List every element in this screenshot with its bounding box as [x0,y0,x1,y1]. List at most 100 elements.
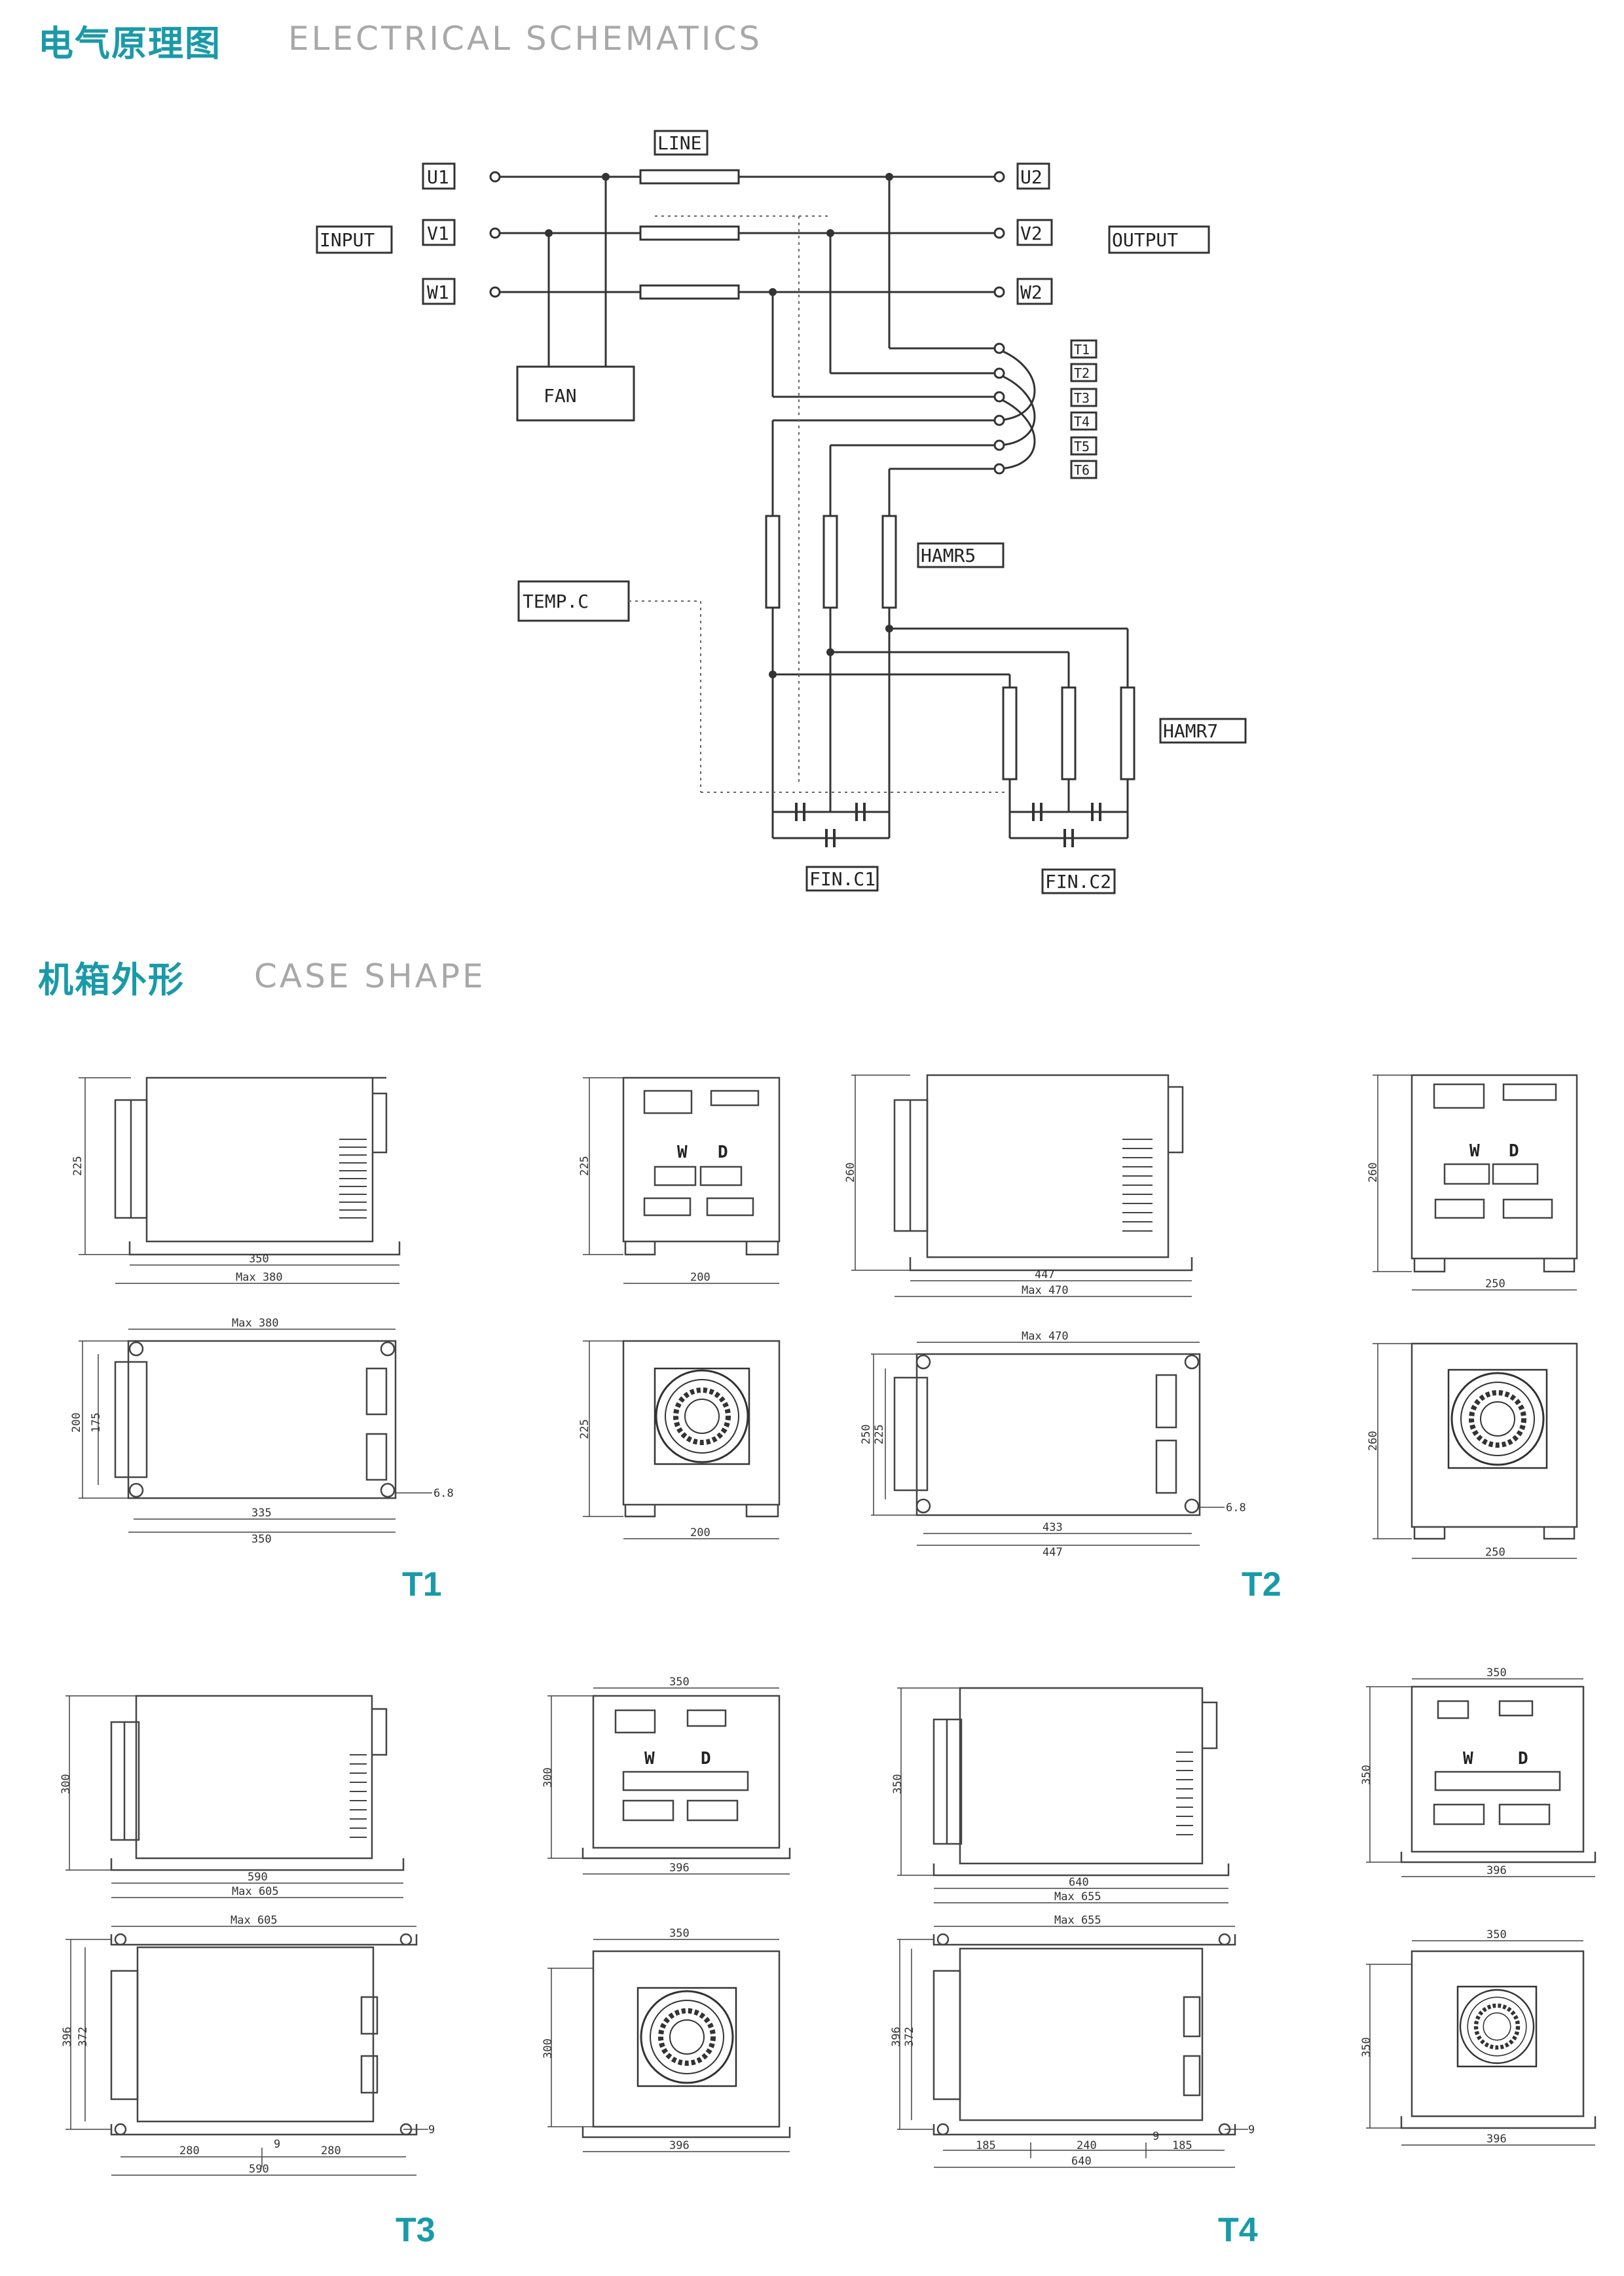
t2-panel-w: W [1469,1141,1480,1161]
t3-side-width: 590 [248,1871,268,1884]
t2-top-w2: 447 [1043,1546,1063,1559]
hamr7-label: HAMR7 [1163,720,1218,742]
t1-back-height: 225 [578,1419,591,1439]
t1-front-height: 225 [578,1156,591,1176]
t1-panel-d: D [718,1143,728,1162]
t1-side-max: Max 380 [236,1271,283,1284]
t4-top-width: 640 [1071,2155,1092,2168]
t2-front-height: 260 [1367,1162,1380,1183]
t3-hole: 9 [428,2123,435,2137]
t4-top-h2: 372 [903,2027,916,2047]
input-u1: U1 [427,166,449,188]
t3-back-width: 396 [669,2139,690,2152]
t4-panel-d: D [1518,1749,1528,1769]
t3-gap: 9 [274,2138,280,2151]
terminal-t1: T1 [1074,342,1090,358]
hamr5-label: HAMR5 [921,545,976,566]
output-label: OUTPUT [1112,229,1178,251]
t2-back-width: 250 [1485,1546,1505,1559]
t4-top-a: 185 [976,2139,996,2152]
t1-side-height: 225 [71,1156,84,1176]
t3-panel-d: D [701,1749,711,1769]
t4-back-height: 350 [1360,2037,1373,2057]
output-v2: V2 [1020,223,1043,244]
t4-panel-w: W [1463,1749,1473,1769]
t4-top-m: 240 [1077,2139,1097,2152]
t1-top-w2: 350 [251,1533,272,1546]
schematic-title-cn: 电气原理图 [38,23,221,64]
t3-back-height: 300 [542,2038,555,2059]
t1-top-h2: 175 [90,1412,103,1433]
terminal-t5: T5 [1074,439,1090,454]
t2-hole: 6.8 [1226,1501,1246,1514]
terminal-t2: T2 [1074,365,1090,381]
t3-panel-w: W [644,1749,655,1769]
temp-label: TEMP.C [523,591,589,612]
t4-hole: 9 [1248,2123,1255,2137]
t4-top-h1: 396 [890,2027,903,2047]
terminal-t6: T6 [1074,462,1090,478]
t4-back-top: 350 [1486,1928,1507,1941]
t3-front-top: 350 [669,1676,690,1689]
t4-top-b: 185 [1172,2139,1192,2152]
terminal-t3: T3 [1074,390,1090,406]
t2-side-max: Max 470 [1022,1284,1069,1297]
t3-top-a: 280 [179,2144,200,2157]
t1-front-width: 200 [690,1271,710,1284]
t3-top-h1: 396 [61,2027,74,2047]
t4-front-top: 350 [1486,1666,1507,1679]
t1-panel-w: W [677,1143,688,1162]
case-title-cn: 机箱外形 [38,959,185,1000]
t1-top-max: Max 380 [232,1317,279,1330]
model-label-t1: T1 [402,1566,442,1604]
t3-top-width: 590 [249,2163,269,2176]
t4-side-width: 640 [1069,1876,1089,1889]
model-label-t2: T2 [1242,1566,1282,1604]
model-label-t3: T3 [396,2211,435,2249]
t4-gap: 9 [1153,2130,1159,2143]
t3-front-height: 300 [542,1767,555,1788]
terminal-t4: T4 [1074,414,1090,430]
fin-c1-label: FIN.C1 [809,868,876,890]
t3-back-top: 350 [669,1927,690,1940]
t3-side-height: 300 [60,1774,73,1794]
t4-front-width: 396 [1486,1864,1507,1877]
t3-top-h2: 372 [77,2027,90,2047]
t1-side-width: 350 [249,1253,269,1266]
output-w2: W2 [1020,282,1043,303]
t3-top-max: Max 605 [231,1914,278,1927]
t2-side-height: 260 [844,1162,857,1183]
model-label-t4: T4 [1218,2211,1258,2249]
t4-side-height: 350 [891,1774,904,1794]
case-drawings: W D W D W D W D 225 350 Max 380 225 200 … [60,1074,1596,2176]
t2-panel-d: D [1509,1141,1519,1161]
t2-side-width: 447 [1035,1268,1055,1281]
t2-back-height: 260 [1367,1431,1380,1451]
t3-front-width: 396 [669,1862,690,1875]
t1-hole: 6.8 [434,1487,454,1500]
t2-top-h1: 250 [860,1424,873,1444]
t2-top-h2: 225 [873,1424,886,1444]
input-w1: W1 [427,282,449,303]
t2-front-width: 250 [1485,1277,1505,1291]
fan-label: FAN [544,385,577,407]
electrical-schematic: U1 V1 W1 U2 V2 W2 INPUT OUTPUT LINE FAN … [316,130,1247,894]
t4-back-width: 396 [1486,2133,1507,2146]
fin-c2-label: FIN.C2 [1045,871,1111,892]
line-label: LINE [657,132,701,154]
input-v1: V1 [427,223,449,244]
case-title-en: CASE SHAPE [254,957,486,995]
input-label: INPUT [320,229,375,251]
t1-top-h1: 200 [70,1412,83,1433]
t2-top-w1: 433 [1043,1521,1063,1534]
t1-top-w1: 335 [251,1507,272,1520]
t3-side-max: Max 605 [232,1885,279,1898]
t3-top-b: 280 [321,2144,341,2157]
t2-top-max: Max 470 [1022,1330,1069,1343]
t4-front-height: 350 [1360,1765,1373,1785]
output-u2: U2 [1020,166,1043,188]
schematic-title-en: ELECTRICAL SCHEMATICS [288,20,763,58]
t4-side-max: Max 655 [1054,1890,1101,1903]
t1-back-width: 200 [690,1526,710,1539]
t4-top-max: Max 655 [1054,1914,1101,1927]
